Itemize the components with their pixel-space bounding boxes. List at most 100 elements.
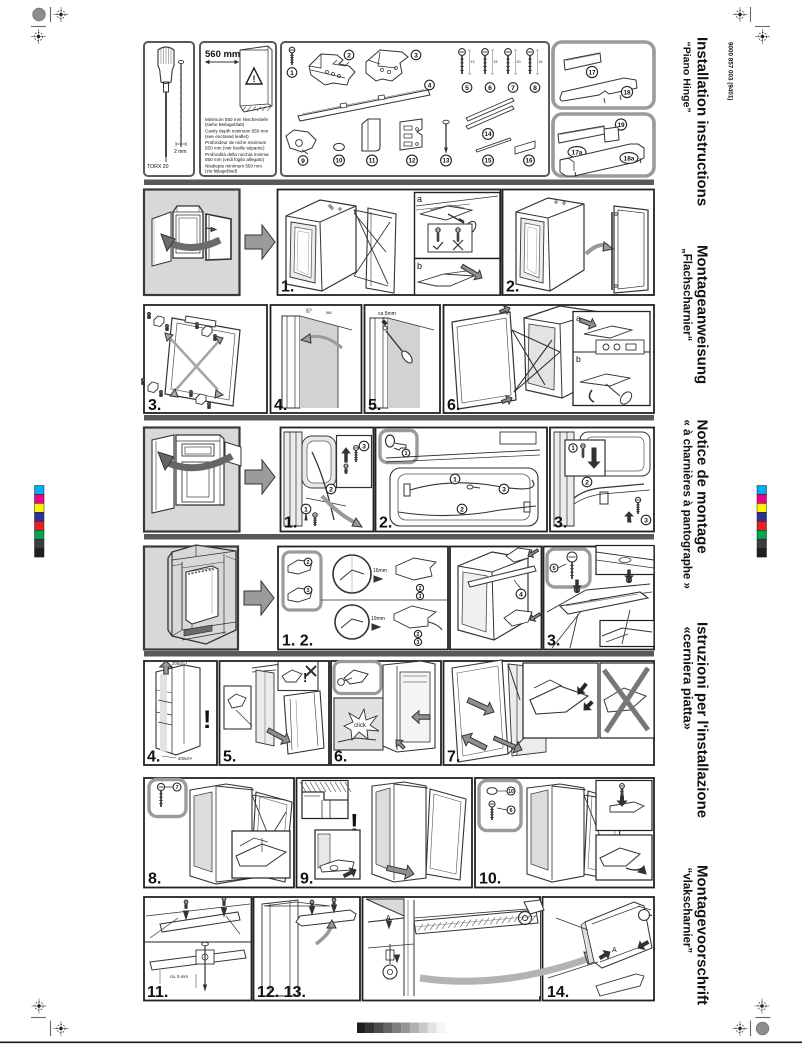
svg-text:11.: 11. xyxy=(147,984,168,1001)
svg-text:3.: 3. xyxy=(148,397,161,414)
svg-text:13: 13 xyxy=(443,158,450,165)
svg-text:14.: 14. xyxy=(547,984,569,1001)
svg-text:6.: 6. xyxy=(334,749,347,766)
svg-text:4.: 4. xyxy=(274,397,287,414)
svg-text:2: 2 xyxy=(419,586,422,592)
svg-text:1: 1 xyxy=(290,70,294,77)
svg-text:2: 2 xyxy=(307,560,310,566)
svg-text:A: A xyxy=(612,947,617,954)
svg-text:13: 13 xyxy=(471,60,475,64)
svg-text:„Flachscharnier“: „Flachscharnier“ xyxy=(681,248,693,341)
svg-text:16mm: 16mm xyxy=(373,568,387,574)
svg-text:20: 20 xyxy=(517,60,521,64)
svg-text:Nisdiepte minimum 550 mm: Nisdiepte minimum 550 mm xyxy=(205,163,262,168)
svg-text:1. 2.: 1. 2. xyxy=(282,633,313,650)
svg-text:Montageanweisung: Montageanweisung xyxy=(694,245,711,384)
svg-text:!: ! xyxy=(303,670,307,685)
svg-text:200cm ²: 200cm ² xyxy=(172,661,188,666)
svg-text:5: 5 xyxy=(552,566,555,572)
svg-text:15: 15 xyxy=(539,60,543,64)
svg-text:3: 3 xyxy=(414,52,418,59)
svg-text:1.: 1. xyxy=(281,279,294,296)
svg-text:ca. 5 mm: ca. 5 mm xyxy=(170,974,188,979)
svg-text:10: 10 xyxy=(508,789,514,795)
svg-text:560 mm: 560 mm xyxy=(205,49,240,60)
svg-text:ca 5mm: ca 5mm xyxy=(378,311,396,317)
svg-text:3: 3 xyxy=(307,588,310,594)
svg-text:5.: 5. xyxy=(368,397,381,414)
svg-text:Cavity depth minimum 550 mm: Cavity depth minimum 550 mm xyxy=(205,129,268,134)
svg-text:6: 6 xyxy=(488,85,492,92)
svg-text:!: ! xyxy=(253,74,256,84)
svg-text:560: 560 xyxy=(326,311,332,315)
svg-text:12. 13.: 12. 13. xyxy=(257,984,306,1001)
svg-text:10.: 10. xyxy=(479,871,501,888)
svg-text:1: 1 xyxy=(304,506,308,513)
svg-text:3: 3 xyxy=(502,486,506,493)
svg-text:570: 570 xyxy=(306,308,312,312)
svg-text:19: 19 xyxy=(617,122,625,129)
svg-text:2: 2 xyxy=(460,506,464,513)
svg-text:b: b xyxy=(576,354,581,364)
svg-text:8: 8 xyxy=(533,85,537,92)
svg-text:Istruzioni per l'installazione: Istruzioni per l'installazione xyxy=(694,622,711,818)
svg-text:Profondità della nicchia minim: Profondità della nicchia minima xyxy=(205,152,269,157)
svg-text:550 mm (vedi foglio allegato): 550 mm (vedi foglio allegato) xyxy=(205,157,264,162)
svg-text:1.: 1. xyxy=(284,515,297,532)
svg-text:(see enclosed leaflet): (see enclosed leaflet) xyxy=(205,134,249,139)
svg-text:17a: 17a xyxy=(572,149,583,156)
svg-text:Montagevoorschrift: Montagevoorschrift xyxy=(694,865,711,1005)
svg-text:2 mm: 2 mm xyxy=(174,149,187,155)
svg-text:9.: 9. xyxy=(300,871,313,888)
svg-text:14: 14 xyxy=(485,131,492,138)
svg-text:3.: 3. xyxy=(554,515,567,532)
svg-text:2: 2 xyxy=(417,632,420,638)
svg-text:17: 17 xyxy=(588,69,596,76)
svg-text:!: ! xyxy=(350,808,359,838)
svg-text:«cerniera piatta»: «cerniera piatta» xyxy=(681,627,696,730)
svg-text:!: ! xyxy=(203,706,211,734)
svg-text:(siehe Beilageblatt): (siehe Beilageblatt) xyxy=(205,122,245,127)
svg-text:9000 857 003 (9401): 9000 857 003 (9401) xyxy=(727,42,734,100)
svg-text:A: A xyxy=(386,915,391,922)
svg-text:550 mm (voir feuille séparée): 550 mm (voir feuille séparée) xyxy=(205,145,265,150)
svg-text:5: 5 xyxy=(465,85,469,92)
svg-text:« à charnières à pantographe »: « à charnières à pantographe » xyxy=(681,420,693,589)
svg-text:200cm²: 200cm² xyxy=(178,756,193,761)
svg-text:12: 12 xyxy=(409,158,416,165)
svg-text:1: 1 xyxy=(571,446,575,452)
svg-text:Profondeur de niche minimum: Profondeur de niche minimum xyxy=(205,140,266,145)
svg-text:8.: 8. xyxy=(148,871,161,888)
svg-text:3: 3 xyxy=(362,443,366,450)
svg-text:9: 9 xyxy=(301,158,305,165)
svg-text:4.: 4. xyxy=(147,749,160,766)
svg-text:a: a xyxy=(576,313,581,323)
svg-text:click: click xyxy=(354,723,367,729)
svg-text:19mm: 19mm xyxy=(371,616,385,622)
svg-text:6.: 6. xyxy=(447,397,460,414)
svg-text:“vlakscharnier”: “vlakscharnier” xyxy=(681,868,693,954)
svg-text:18: 18 xyxy=(623,89,631,96)
svg-text:Minimum 550 mm Nischentiefe: Minimum 550 mm Nischentiefe xyxy=(205,117,269,122)
svg-text:3: 3 xyxy=(419,594,422,600)
svg-text:5.: 5. xyxy=(223,749,236,766)
svg-text:2.: 2. xyxy=(379,515,392,532)
svg-text:“Piano Hinge”: “Piano Hinge” xyxy=(681,42,693,113)
svg-text:b: b xyxy=(417,261,422,271)
svg-text:16: 16 xyxy=(526,158,533,165)
svg-text:1: 1 xyxy=(405,451,408,457)
svg-text:2: 2 xyxy=(329,486,333,493)
svg-text:a: a xyxy=(417,194,422,204)
svg-text:6: 6 xyxy=(509,808,512,814)
svg-text:15: 15 xyxy=(485,158,492,165)
svg-text:2.: 2. xyxy=(506,279,519,296)
svg-text:Notice de montage: Notice de montage xyxy=(694,420,711,554)
svg-text:18a: 18a xyxy=(624,155,635,162)
svg-text:7: 7 xyxy=(511,85,515,92)
svg-text:7.: 7. xyxy=(447,749,460,766)
svg-text:3: 3 xyxy=(644,517,648,524)
svg-text:11: 11 xyxy=(369,158,376,165)
svg-text:1: 1 xyxy=(453,476,457,483)
svg-text:4: 4 xyxy=(428,82,432,89)
svg-text:Installation instructions: Installation instructions xyxy=(694,37,711,206)
